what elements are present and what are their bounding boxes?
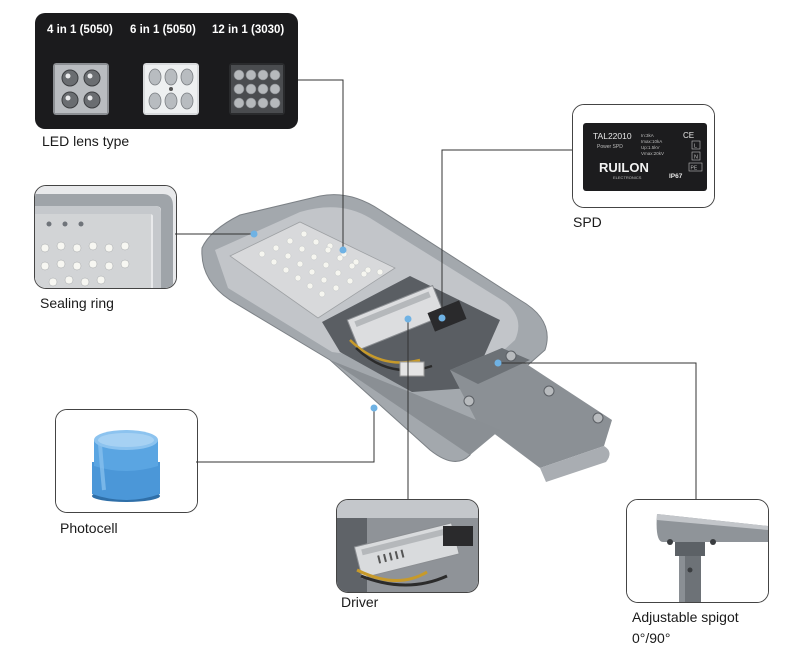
sealing-ring-callout [34, 185, 177, 289]
leader-lines [175, 79, 697, 499]
spd-spec-2: Imax:10kA [641, 139, 662, 144]
lens-type-title-3: 12 in 1 (3030) [212, 24, 285, 36]
spd-subtitle-text: Power SPD [597, 144, 623, 150]
spd-model-text: TAL22010 [593, 131, 632, 141]
spd-rating-text: IP67 [669, 173, 683, 180]
ce-mark: CE [683, 131, 694, 140]
sealing-ring-label: Sealing ring [40, 295, 114, 311]
photocell-image [56, 410, 197, 512]
adjustable-spigot-label: Adjustable spigot [632, 609, 739, 625]
spd-terminal-n: N [694, 155, 698, 161]
led-lens-type-panel: 4 in 1 (5050) 6 in 1 (5050) 12 in 1 (303… [35, 13, 298, 129]
lens-type-title-1: 4 in 1 (5050) [47, 24, 113, 36]
photocell-label: Photocell [60, 520, 118, 536]
sealing-ring-image [35, 186, 176, 288]
spd-spec-1: In:3kA [641, 133, 654, 138]
spd-unit [427, 300, 467, 332]
callout-dots [250, 230, 502, 412]
spd-spec-3: Up:1.5kV [641, 145, 660, 150]
led-lens-type-label: LED lens type [42, 133, 130, 149]
terminal-block [399, 361, 425, 377]
lens-6in1-image [143, 63, 199, 115]
lens-4in1-image [53, 63, 109, 115]
photocell-callout [55, 409, 198, 513]
spd-brand-sub-text: ELECTRONICS [613, 175, 642, 180]
spigot-angles-label: 0°/90° [632, 630, 671, 646]
adjustable-spigot-image [627, 500, 768, 602]
spd-callout: TAL22010 Power SPD In:3kA Imax:10kA Up:1… [572, 104, 715, 208]
spd-label: SPD [573, 214, 602, 230]
driver-unit [346, 284, 446, 351]
lens-12in1-image [229, 63, 285, 115]
lens-type-title-2: 6 in 1 (5050) [130, 24, 196, 36]
led-array [258, 230, 384, 298]
driver-callout [336, 499, 479, 593]
spd-terminal-pe: PE [691, 166, 698, 172]
driver-label: Driver [341, 594, 379, 610]
spd-brand-text: RUILON [599, 160, 649, 175]
spd-spec-4: Vmax:20kV [641, 151, 664, 156]
adjustable-spigot-callout [626, 499, 769, 603]
driver-image [337, 500, 478, 592]
spd-terminal-l: L [694, 144, 697, 150]
spd-module-image: TAL22010 Power SPD In:3kA Imax:10kA Up:1… [573, 105, 714, 207]
